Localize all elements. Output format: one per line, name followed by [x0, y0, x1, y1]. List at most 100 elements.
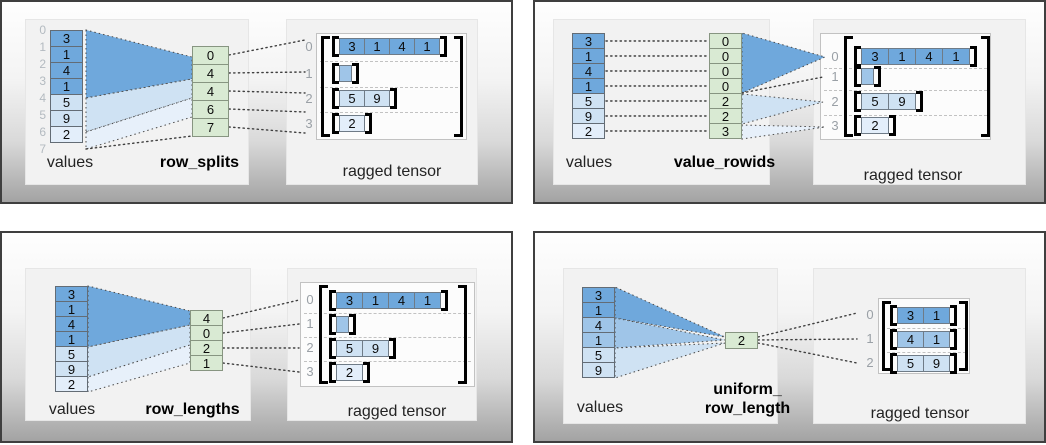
row-separator — [824, 68, 987, 69]
tensor-cell: 1 — [923, 307, 950, 324]
tensor-cell: 3 — [339, 38, 365, 55]
tensor-cell-empty — [336, 316, 349, 333]
tensor-cell: 2 — [861, 117, 889, 134]
value-cell: 9 — [582, 362, 615, 378]
value-cell: 5 — [55, 346, 88, 362]
tensor-row-index: 3 — [831, 118, 839, 133]
param-label: row_lengths — [145, 401, 240, 418]
outer-bracket-right — [458, 285, 467, 384]
tensor-row-index: 3 — [305, 116, 313, 131]
value-cell: 3 — [572, 33, 605, 49]
param-cell: 0 — [709, 78, 742, 94]
tensor-cell: 1 — [942, 48, 970, 65]
value-index: 4 — [39, 91, 46, 105]
tensor-cell-empty — [861, 68, 874, 85]
bracket-left — [854, 91, 861, 112]
tensor-cell: 1 — [923, 331, 950, 348]
tensor-cell: 4 — [915, 48, 943, 65]
bracket-left — [332, 36, 339, 57]
value-cell: 1 — [50, 78, 83, 95]
panel-uniform-row-length: 0 1 2 3 1 4 1 5 9 — [533, 231, 1046, 443]
values-column: 3 1 4 1 5 9 2 — [50, 30, 83, 143]
values-label: values — [565, 154, 613, 171]
tensor-cell: 1 — [888, 48, 916, 65]
panel-value-rowids: 0 1 2 3 3 1 4 1 5 9 2 — [533, 0, 1046, 204]
row-separator — [320, 112, 463, 113]
outer-bracket-left — [321, 36, 330, 137]
tensor-cell: 1 — [414, 38, 440, 55]
value-cell: 3 — [582, 287, 615, 303]
tensor-row-index: 1 — [305, 66, 313, 81]
panel-row-lengths: 0 1 2 3 3 1 4 1 5 9 2 — [0, 231, 513, 443]
tensor-row: 2 — [332, 113, 372, 134]
panel-row-splits: 0 1 2 3 3 1 4 1 5 9 2 — [0, 0, 513, 204]
tensor-row: 5 9 — [854, 91, 923, 112]
tensor-cell: 1 — [414, 292, 441, 309]
bracket-right — [352, 63, 359, 84]
param-cell: 0 — [709, 63, 742, 79]
value-cell: 4 — [582, 317, 615, 333]
values-label: values — [46, 154, 94, 171]
value-cell: 1 — [572, 78, 605, 94]
value-cell: 2 — [572, 123, 605, 139]
value-cell: 4 — [55, 316, 88, 332]
param-label: row_splits — [159, 154, 240, 171]
tensor-row-index: 1 — [866, 331, 874, 346]
row-separator — [304, 337, 471, 338]
value-cell: 4 — [50, 62, 83, 79]
tensor-row-empty — [329, 314, 356, 335]
value-index: 5 — [39, 108, 46, 122]
row-separator — [304, 313, 471, 314]
param-cell: 0 — [709, 33, 742, 49]
param-cell: 4 — [192, 82, 229, 101]
tensor-cell: 4 — [897, 331, 924, 348]
tensor-cell: 5 — [339, 90, 365, 107]
values-column: 3 1 4 1 5 9 2 — [55, 286, 88, 392]
value-index: 6 — [39, 125, 46, 139]
param-cell: 7 — [192, 118, 229, 137]
bracket-left — [890, 329, 897, 350]
bracket-right — [390, 88, 397, 109]
tensor-row-index: 1 — [831, 69, 839, 84]
tensor-cell: 2 — [336, 364, 363, 381]
value-cell: 4 — [572, 63, 605, 79]
tensor-row-empty — [332, 63, 359, 84]
bracket-right — [874, 66, 881, 87]
tensor-row: 3 1 4 1 — [332, 36, 447, 57]
values-label: values — [48, 401, 96, 418]
param-cell: 4 — [190, 310, 223, 326]
value-cell: 3 — [55, 286, 88, 302]
param-cell: 0 — [709, 48, 742, 64]
tensor-row-empty — [854, 66, 881, 87]
tensor-cell: 4 — [389, 38, 415, 55]
tensor-cell: 9 — [364, 90, 390, 107]
bracket-right — [440, 36, 447, 57]
value-cell: 3 — [50, 30, 83, 47]
tensor-label: ragged tensor — [863, 167, 963, 184]
row-separator — [824, 115, 987, 116]
tensor-row-index: 2 — [866, 355, 874, 370]
value-cell: 1 — [55, 301, 88, 317]
tensor-cell: 1 — [362, 292, 389, 309]
bracket-right — [970, 46, 977, 67]
param-label-line1: uniform_ — [713, 381, 782, 398]
tensor-cell: 5 — [336, 340, 363, 357]
bracket-right — [349, 314, 356, 335]
tensor-row: 2 — [329, 362, 370, 383]
bracket-right — [950, 305, 957, 326]
tensor-row-index: 0 — [306, 292, 314, 307]
bracket-right — [916, 91, 923, 112]
bracket-left — [854, 66, 861, 87]
value-index: 1 — [39, 40, 46, 54]
bracket-left — [329, 362, 336, 383]
values-column: 3 1 4 1 5 9 2 — [572, 33, 605, 139]
bracket-left — [854, 115, 861, 136]
value-cell: 5 — [572, 93, 605, 109]
tensor-cell: 3 — [897, 307, 924, 324]
bracket-right — [950, 329, 957, 350]
bracket-right — [389, 338, 396, 359]
tensor-label: ragged tensor — [347, 403, 447, 420]
param-cell: 6 — [192, 100, 229, 119]
bracket-left — [332, 63, 339, 84]
